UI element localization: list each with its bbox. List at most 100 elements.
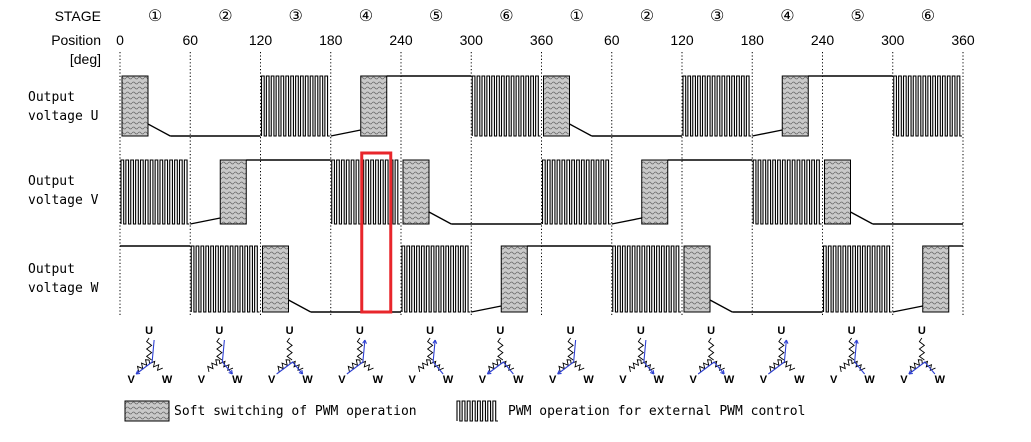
current-arrowhead <box>135 370 141 375</box>
position-tick-label: 120 <box>249 32 273 48</box>
stage-number: ② <box>218 8 232 25</box>
stage-number: ③ <box>288 8 302 25</box>
phase-label-u: U <box>637 325 645 337</box>
stage-header-label: STAGE <box>55 8 101 24</box>
row-label-w-line1: Output <box>28 262 75 277</box>
current-arrowhead <box>783 339 789 344</box>
current-arrowhead <box>432 339 438 344</box>
transition-ramp <box>752 129 783 137</box>
pwm-pulse-train <box>401 245 471 313</box>
phase-label-w: W <box>583 374 594 386</box>
phase-label-u: U <box>356 325 364 337</box>
transition-ramp <box>892 305 923 313</box>
motor-winding-icon: U V W <box>338 325 383 386</box>
phase-label-u: U <box>286 325 294 337</box>
phase-label-u: U <box>145 325 153 337</box>
current-arrow <box>768 339 787 375</box>
current-arrow <box>276 361 304 375</box>
transition-ramp <box>190 217 221 225</box>
pwm-pulse-train <box>612 245 681 313</box>
soft-switching-block <box>219 159 247 225</box>
stage-number: ② <box>640 8 654 25</box>
row-label-v-line2: voltage V <box>28 193 99 208</box>
stage-number: ① <box>569 8 583 25</box>
stage-number: ④ <box>359 8 373 25</box>
current-arrow <box>908 361 936 375</box>
row-label-u-line1: Output <box>28 90 75 105</box>
transition-ramp <box>709 299 733 313</box>
position-tick-label: 360 <box>530 32 554 48</box>
position-tick-label: 180 <box>741 32 765 48</box>
position-tick-label: 0 <box>116 32 124 48</box>
phase-label-v: V <box>830 374 838 386</box>
phase-label-w: W <box>724 374 735 386</box>
current-arrowhead <box>557 370 562 375</box>
phase-label-v: V <box>689 374 697 386</box>
soft-switching-block <box>543 75 570 137</box>
legend-pwm-label: PWM operation for external PWM control <box>508 404 805 419</box>
current-arrowhead <box>228 369 233 375</box>
pwm-pulse-train <box>120 159 190 225</box>
phase-label-u: U <box>848 325 856 337</box>
waveform-v <box>120 159 963 225</box>
current-arrow <box>557 339 577 375</box>
soft-switching-block <box>641 159 669 225</box>
position-tick-label: 60 <box>604 32 620 48</box>
phase-label-v: V <box>900 374 908 386</box>
stage-number: ⑤ <box>850 8 864 25</box>
stage-number: ③ <box>710 8 724 25</box>
stage-number: ⑤ <box>429 8 443 25</box>
soft-switching-block <box>922 245 950 313</box>
stage-number: ⑥ <box>499 8 513 25</box>
waveform-w <box>120 245 963 313</box>
position-tick-label: 120 <box>670 32 694 48</box>
position-tick-label: 180 <box>319 32 343 48</box>
transition-ramp <box>471 305 502 313</box>
current-arrow <box>643 339 655 375</box>
soft-switching-block <box>781 75 809 137</box>
legend-pwm-swatch <box>456 400 498 422</box>
current-arrow <box>854 339 866 375</box>
position-tick-label: 360 <box>951 32 975 48</box>
soft-switching-block <box>683 245 711 313</box>
highlight-box <box>360 151 393 314</box>
legend-soft-switching-swatch <box>124 400 170 422</box>
transition-ramp <box>288 299 312 313</box>
pwm-pulse-train <box>822 245 892 313</box>
soft-switching-block <box>262 245 289 313</box>
row-label-v-line1: Output <box>28 174 75 189</box>
row-label-u-line2: voltage U <box>28 109 98 124</box>
phase-label-w: W <box>162 374 173 386</box>
phase-label-v: V <box>338 374 346 386</box>
waveform-u <box>121 75 962 137</box>
motor-winding-icon: U V W <box>689 325 734 386</box>
pwm-pulse-train <box>456 400 498 422</box>
pwm-pulse-train <box>471 75 541 137</box>
current-arrowhead <box>649 369 655 375</box>
stage-number: ⑥ <box>921 8 935 25</box>
phase-label-w: W <box>935 374 946 386</box>
pwm-pulse-train <box>682 75 752 137</box>
current-arrowhead <box>908 370 913 375</box>
soft-switching-block <box>500 245 528 313</box>
current-arrowhead <box>362 339 367 344</box>
legend-soft-switching-label: Soft switching of PWM operation <box>174 404 417 419</box>
phase-label-u: U <box>707 325 715 337</box>
phase-label-w: W <box>373 374 384 386</box>
position-tick-label: 240 <box>811 32 835 48</box>
position-tick-label: 240 <box>389 32 413 48</box>
phase-label-u: U <box>567 325 575 337</box>
phase-label-v: V <box>549 374 557 386</box>
phase-label-u: U <box>215 325 223 337</box>
transition-ramp <box>569 123 593 137</box>
phase-label-w: W <box>302 374 313 386</box>
phase-label-v: V <box>479 374 487 386</box>
